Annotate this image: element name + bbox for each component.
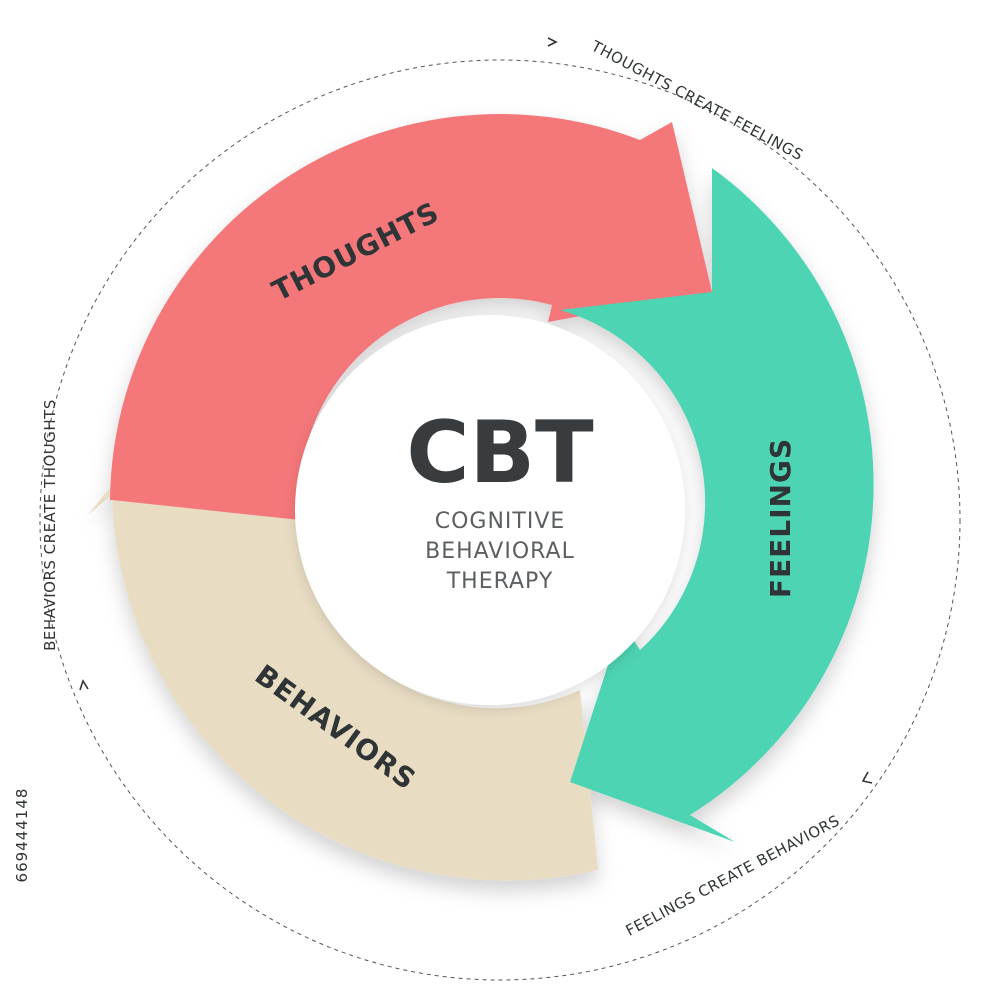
outer-label-behaviors-thoughts: BEHAVIORS CREATE THOUGHTS (41, 399, 59, 651)
segment-feelings (560, 168, 874, 842)
outer-label-feelings-behaviors: FEELINGS CREATE BEHAVIORS (623, 811, 843, 939)
arrow-head-icon (547, 37, 558, 47)
segment-thoughts (110, 113, 712, 521)
center-subtitle-line-1: COGNITIVE (435, 509, 566, 534)
center-subtitle-line-3: THERAPY (446, 569, 554, 594)
segment-label-feelings: FEELINGS (764, 438, 797, 598)
side-id-text: 669444148 (13, 788, 31, 883)
center-title: CBT (406, 403, 594, 503)
segment-behaviors (88, 412, 598, 881)
outer-cycle-ring (39, 59, 961, 981)
center-circle (295, 315, 685, 705)
arrow-head-icon (79, 679, 89, 691)
arrow-head-icon (861, 771, 873, 784)
center-subtitle-line-2: BEHAVIORAL (425, 539, 575, 564)
cycle-ring (88, 113, 874, 881)
